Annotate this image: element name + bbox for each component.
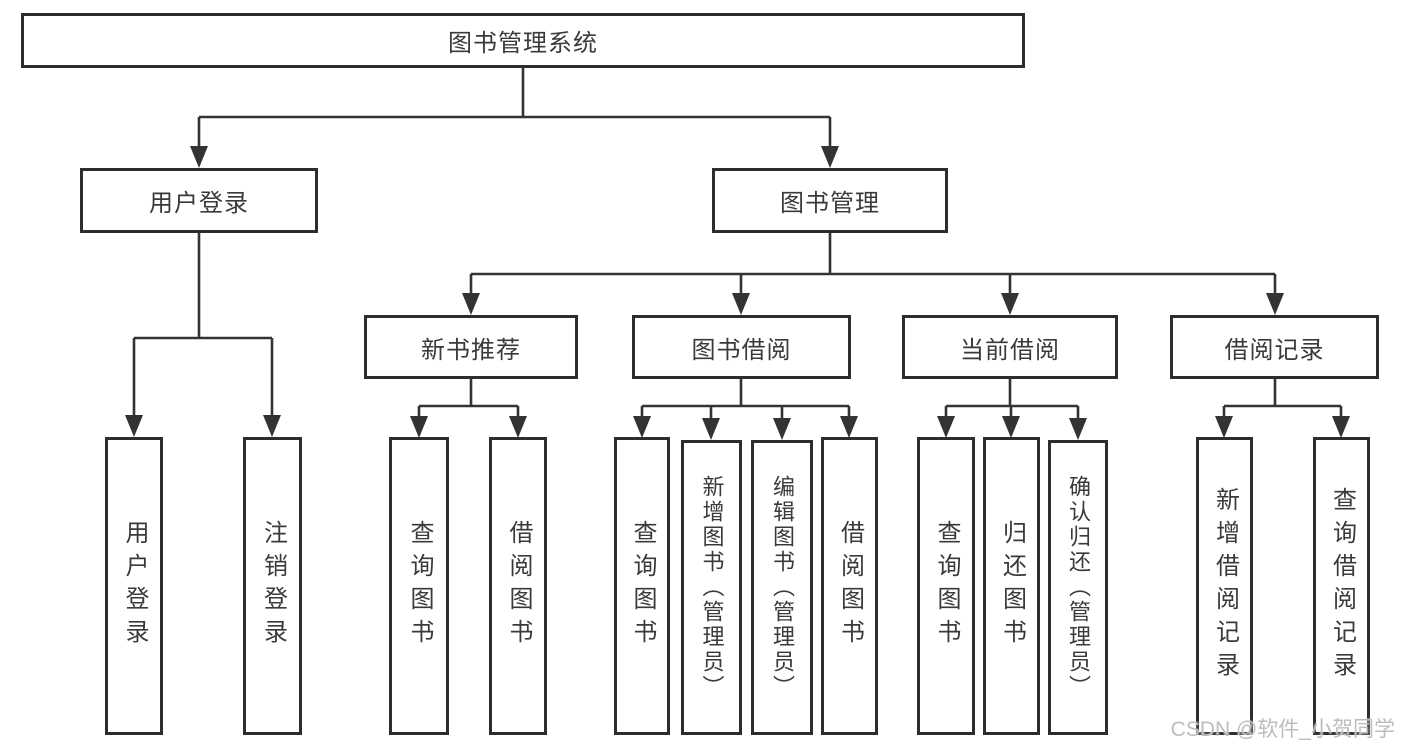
node-query-borrow-record-label: 查询借阅记录 xyxy=(1328,487,1356,685)
node-query-borrow-record: 查询借阅记录 xyxy=(1313,437,1370,735)
node-add-book-admin: 新增图书（管理员） xyxy=(681,440,742,735)
node-borrow-records: 借阅记录 xyxy=(1170,315,1379,379)
node-borrow-books-borrow: 借阅图书 xyxy=(821,437,878,735)
node-logout-label: 注销登录 xyxy=(259,520,287,652)
node-user-login-module-label: 用户登录 xyxy=(149,190,249,217)
node-login-label: 用户登录 xyxy=(121,520,148,652)
node-borrow-records-label: 借阅记录 xyxy=(1224,336,1325,364)
node-book-management: 图书管理 xyxy=(712,168,948,233)
node-confirm-return-admin: 确认归还（管理员） xyxy=(1048,440,1108,735)
node-edit-book-admin: 编辑图书（管理员） xyxy=(751,440,813,735)
node-confirm-return-admin-label: 确认归还（管理员） xyxy=(1066,475,1091,700)
node-query-books-current: 查询图书 xyxy=(917,437,975,735)
node-new-book-recommend-label: 新书推荐 xyxy=(421,336,521,364)
node-root: 图书管理系统 xyxy=(21,13,1025,68)
node-borrow-books-borrow-label: 借阅图书 xyxy=(836,520,864,652)
node-add-book-admin-label: 新增图书（管理员） xyxy=(699,475,725,700)
node-book-management-label: 图书管理 xyxy=(780,190,880,217)
node-logout: 注销登录 xyxy=(243,437,302,735)
node-query-books-current-label: 查询图书 xyxy=(933,520,960,652)
node-query-books-borrow-label: 查询图书 xyxy=(629,520,656,652)
node-root-label: 图书管理系统 xyxy=(448,30,598,57)
node-edit-book-admin-label: 编辑图书（管理员） xyxy=(770,475,795,700)
node-current-borrowing-label: 当前借阅 xyxy=(960,336,1060,364)
node-query-books-recommend-label: 查询图书 xyxy=(406,520,433,652)
node-borrow-books-recommend-label: 借阅图书 xyxy=(505,520,532,652)
node-book-borrowing: 图书借阅 xyxy=(632,315,851,379)
node-return-book: 归还图书 xyxy=(983,437,1040,735)
node-user-login-module: 用户登录 xyxy=(80,168,318,233)
node-query-books-recommend: 查询图书 xyxy=(389,437,449,735)
node-new-book-recommend: 新书推荐 xyxy=(364,315,578,379)
node-login: 用户登录 xyxy=(105,437,163,735)
node-query-books-borrow: 查询图书 xyxy=(614,437,670,735)
node-book-borrowing-label: 图书借阅 xyxy=(691,336,792,364)
node-current-borrowing: 当前借阅 xyxy=(902,315,1118,379)
node-add-borrow-record-label: 新增借阅记录 xyxy=(1211,487,1239,685)
node-return-book-label: 归还图书 xyxy=(998,520,1026,652)
node-add-borrow-record: 新增借阅记录 xyxy=(1196,437,1253,735)
node-borrow-books-recommend: 借阅图书 xyxy=(489,437,547,735)
csdn-watermark: CSDN @软件_小贺同学 xyxy=(1170,718,1395,741)
